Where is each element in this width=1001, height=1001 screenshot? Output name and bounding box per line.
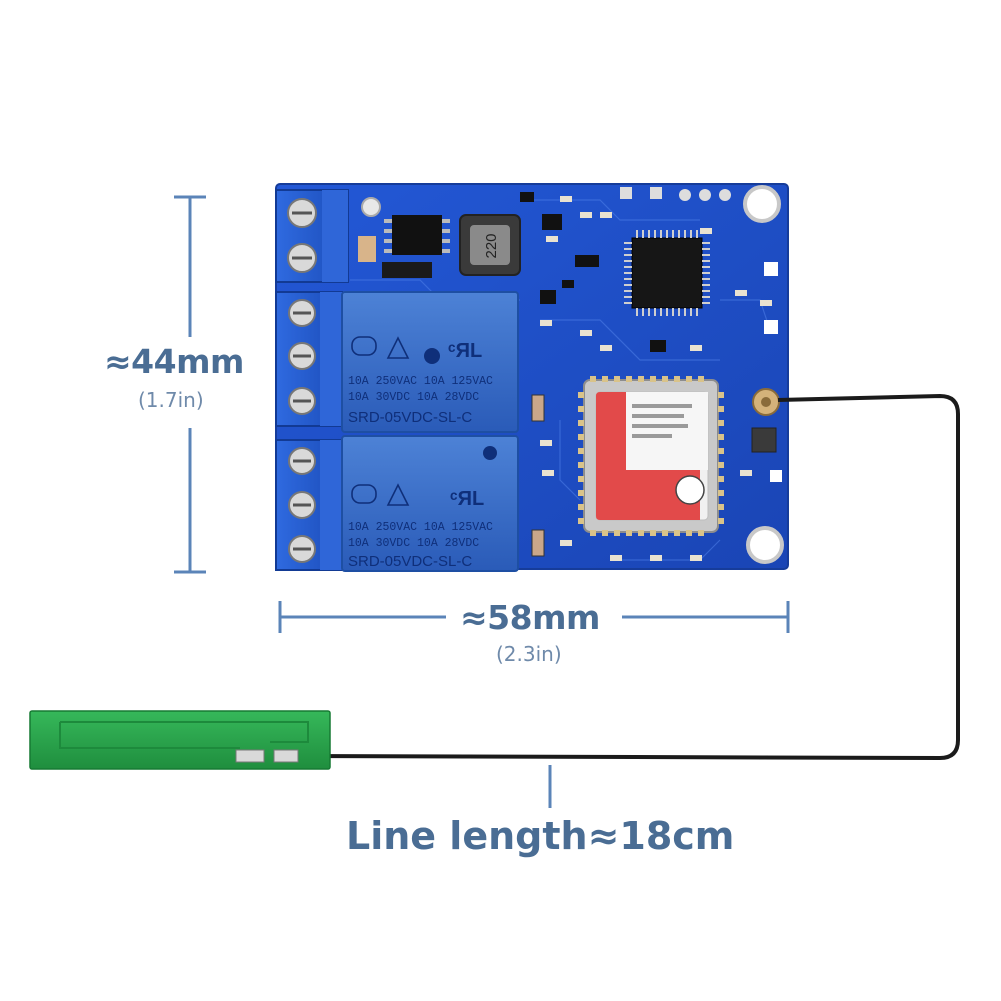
height-dimension-line <box>174 195 206 574</box>
width-sub-label: (2.3in) <box>496 642 562 666</box>
inductor: 220 <box>459 214 521 276</box>
height-sub-label: (1.7in) <box>138 388 204 412</box>
relay-1-spec-line2: 10A 30VDC 10A 28VDC <box>348 391 479 404</box>
width-dimension-line <box>278 601 790 633</box>
svg-text:ᶜЯL: ᶜЯL <box>448 340 482 362</box>
svg-text:ᶜЯL: ᶜЯL <box>450 488 484 510</box>
relay-2-model: SRD-05VDC-SL-C <box>348 553 472 570</box>
relay-1-spec-line1: 10A 250VAC 10A 125VAC <box>348 375 493 388</box>
relay-2-spec-line2: 10A 30VDC 10A 28VDC <box>348 537 479 550</box>
microcontroller-chip <box>624 230 710 316</box>
regulator-chip <box>384 215 450 255</box>
antenna-connector <box>752 388 780 416</box>
relay-module-pcb: 220 <box>275 183 789 572</box>
antenna-cable <box>295 394 960 760</box>
width-label: ≈58mm <box>460 598 600 637</box>
power-terminal-block <box>275 189 349 283</box>
gsm-module <box>578 376 724 536</box>
line-length-label: Line length≈18cm <box>346 814 735 858</box>
inductor-label: 220 <box>483 233 500 258</box>
pin-header <box>620 187 731 201</box>
height-label: ≈44mm <box>104 342 244 381</box>
relay-1-model: SRD-05VDC-SL-C <box>348 409 472 426</box>
relay-2-spec-line1: 10A 250VAC 10A 125VAC <box>348 521 493 534</box>
relay-1: ᶜЯL 10A 250VAC 10A 125VAC 10A 30VDC 10A … <box>341 291 519 433</box>
relay2-terminal-block <box>275 439 343 571</box>
mounting-hole <box>743 185 781 223</box>
mounting-hole <box>746 526 784 564</box>
pcb-antenna <box>29 710 331 770</box>
relay1-terminal-block <box>275 291 343 427</box>
relay-2: ᶜЯL 10A 250VAC 10A 125VAC 10A 30VDC 10A … <box>341 435 519 572</box>
